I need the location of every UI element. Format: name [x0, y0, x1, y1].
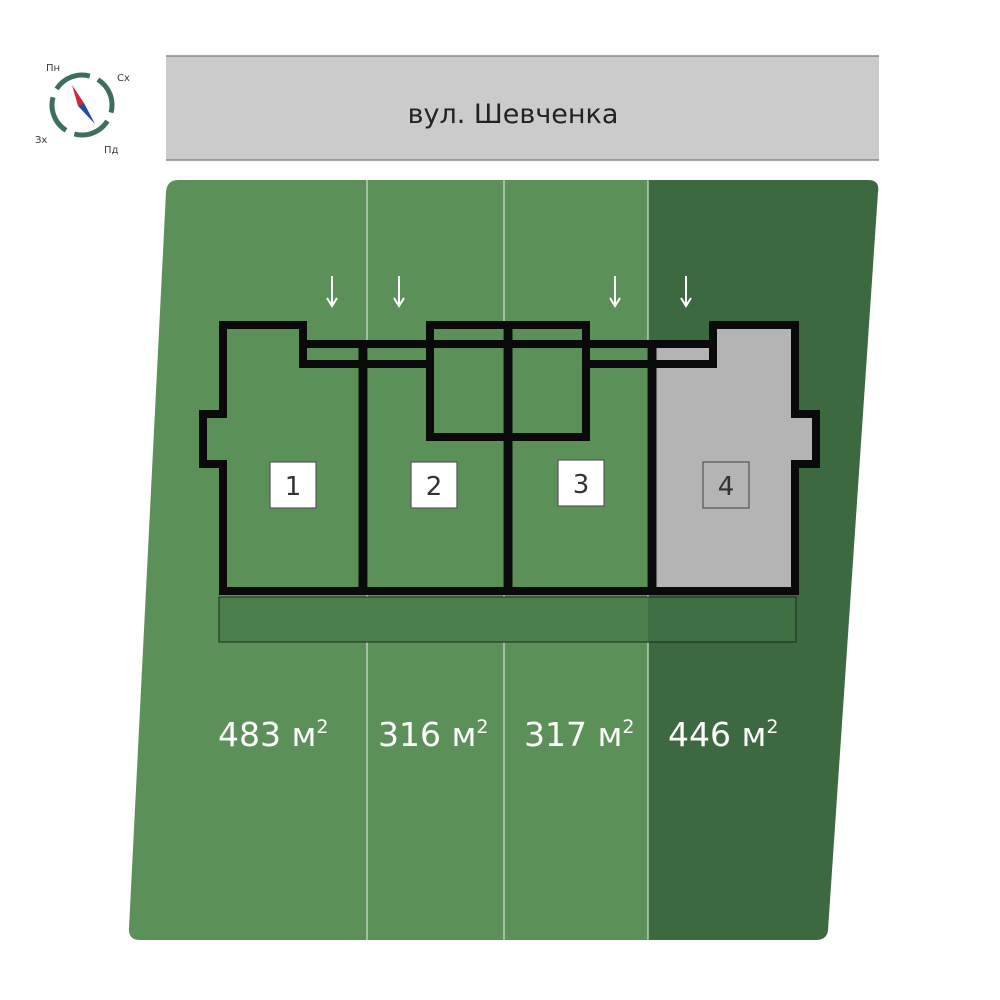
compass-needle-south-icon [78, 103, 95, 124]
entrance-arrows [326, 276, 692, 308]
site-area [100, 170, 879, 960]
unit-1-number: 1 [285, 472, 302, 502]
entrance-arrow-icon [326, 276, 338, 308]
lot-3-area: 317 м2 [524, 715, 634, 754]
compass-west-label: Зх [35, 135, 47, 146]
street: вул. Шевченка [166, 55, 879, 161]
lot-3[interactable] [504, 170, 648, 960]
central-block-wall [426, 321, 590, 441]
lot-areas: 483 м2 316 м2 317 м2 446 м2 [218, 715, 778, 754]
unit-1-label[interactable]: 1 [269, 461, 317, 509]
entrance-arrow-icon [609, 276, 621, 308]
entrance-arrow-icon [393, 276, 405, 308]
unit-4-number: 4 [718, 472, 735, 502]
outer-wall-outline [199, 321, 820, 595]
lot-2[interactable] [367, 170, 504, 960]
compass: Пн Сх Пд Зх [35, 63, 130, 156]
unit-4-label[interactable]: 4 [702, 461, 750, 509]
terrace-strip [218, 596, 797, 643]
compass-east-label: Сх [117, 73, 130, 84]
compass-needle-north-icon [72, 85, 84, 106]
unit-3-label[interactable]: 3 [557, 459, 605, 507]
lot-2-area: 316 м2 [378, 715, 488, 754]
entrance-arrow-icon [680, 276, 692, 308]
townhouse-block [199, 321, 820, 595]
unit-numbers: 1 2 3 4 [269, 459, 750, 509]
unit-2-number: 2 [426, 472, 443, 502]
lot-4-area: 446 м2 [668, 715, 778, 754]
compass-north-label: Пн [46, 63, 60, 74]
lot-1[interactable] [100, 170, 367, 960]
unit-3-number: 3 [573, 470, 590, 500]
street-name: вул. Шевченка [408, 99, 619, 130]
unit-2-label[interactable]: 2 [410, 461, 458, 509]
compass-south-label: Пд [104, 145, 119, 156]
street-band [166, 56, 879, 160]
lot-1-area: 483 м2 [218, 715, 328, 754]
unit-4-footprint[interactable] [655, 325, 816, 591]
compass-ring [49, 72, 115, 138]
